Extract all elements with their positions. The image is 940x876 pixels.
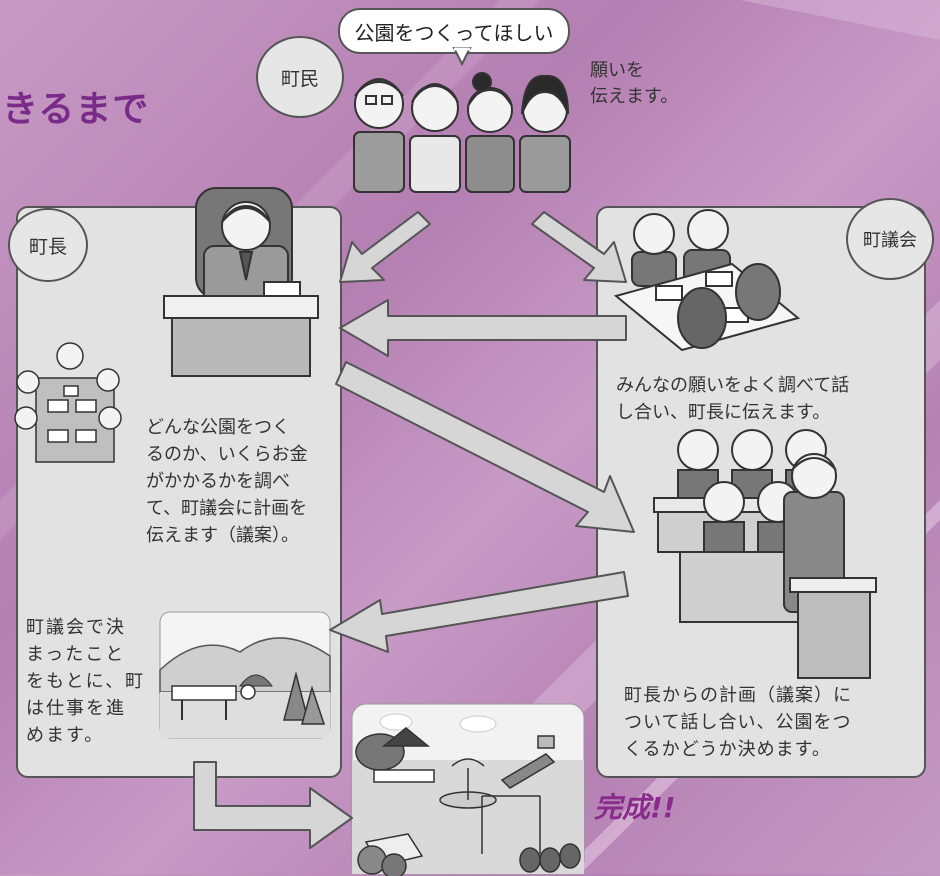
mayor-plan-line: がかかるかを調べ bbox=[146, 471, 290, 492]
council-decide-text: 町長からの計画（議案）に ついて話し合い、公園をつ くるかどうか決めます。 bbox=[624, 682, 914, 763]
council-discuss-line: みんなの願いをよく調べて話 bbox=[616, 375, 850, 396]
council-discuss-text: みんなの願いをよく調べて話 し合い、町長に伝えます。 bbox=[616, 372, 916, 426]
mayor-plan-text: どんな公園をつく るのか、いくらお金 がかかるかを調べ て、町議会に計画を 伝え… bbox=[146, 414, 318, 549]
council-decide-line: 町長からの計画（議案）に bbox=[624, 685, 852, 706]
speech-bubble: 公園をつくってほしい bbox=[338, 8, 570, 54]
mayor-plan-line: どんな公園をつく bbox=[146, 417, 290, 438]
residents-text-line: 伝えます。 bbox=[590, 86, 679, 107]
mayor-work-line: めます。 bbox=[26, 725, 105, 746]
council-decide-line: ついて話し合い、公園をつ bbox=[624, 712, 852, 733]
bubble-tail bbox=[452, 47, 472, 67]
mayor-work-line: 町議会で決 bbox=[26, 617, 126, 638]
mayor-desk-illustration bbox=[163, 187, 319, 377]
construction-illustration bbox=[159, 611, 331, 739]
park-illustration bbox=[351, 703, 585, 876]
council-session-illustration bbox=[653, 429, 877, 679]
council-decide-line: くるかどうか決めます。 bbox=[624, 739, 831, 760]
mayor-label: 町長 bbox=[8, 208, 88, 282]
mayor-work-text: 町議会で決 まったこと をもとに、町 は仕事を進 めます。 bbox=[26, 614, 152, 749]
mayor-meeting-illustration bbox=[14, 342, 122, 463]
mayor-plan-line: 伝えます（議案）。 bbox=[146, 525, 299, 546]
mayor-work-line: は仕事を進 bbox=[26, 698, 126, 719]
mayor-plan-line: て、町議会に計画を bbox=[146, 498, 308, 519]
completion-label: 完成!! bbox=[594, 791, 676, 824]
mayor-plan-line: るのか、いくらお金 bbox=[146, 444, 308, 465]
mayor-work-line: まったこと bbox=[26, 644, 126, 665]
mayor-work-line: をもとに、町 bbox=[26, 671, 146, 692]
residents-text: 願いを 伝えます。 bbox=[590, 58, 678, 110]
page-title: きるまで bbox=[2, 89, 150, 130]
residents-text-line: 願いを bbox=[590, 60, 644, 81]
residents-illustration bbox=[353, 72, 571, 193]
council-label: 町議会 bbox=[846, 198, 934, 280]
council-meeting-illustration bbox=[613, 209, 801, 352]
residents-label: 町民 bbox=[256, 36, 344, 118]
council-discuss-line: し合い、町長に伝えます。 bbox=[616, 402, 831, 423]
